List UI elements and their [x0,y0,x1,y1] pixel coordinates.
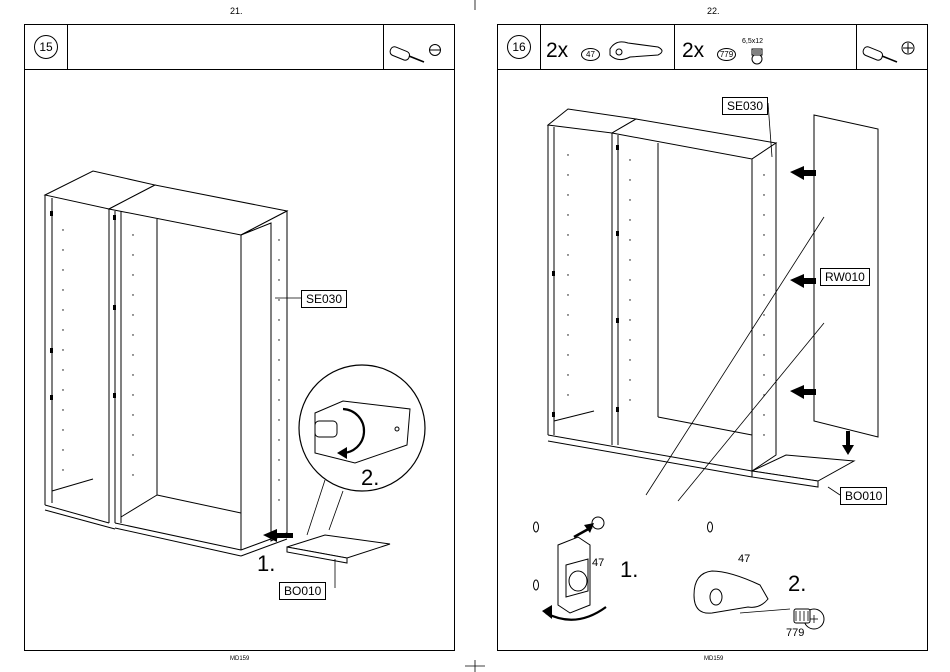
wardrobe-back-panel-illustration [498,25,929,652]
callout-step-2: 2. [788,571,806,597]
part-label-bo010: BO010 [840,487,887,505]
wardrobe-assembly-illustration [25,25,456,652]
part-label-bo010: BO010 [279,582,326,600]
screw-part-number: 779 [786,627,804,639]
cam-part-number-b: 47 [738,553,750,565]
footer-left: MD159 [230,656,249,662]
part-label-se030: SE030 [301,290,347,308]
callout-step-1: 1. [257,551,275,577]
part-label-rw010: RW010 [820,268,870,286]
callout-step-2: 2. [361,465,379,491]
footer-right: MD159 [704,656,723,662]
cam-part-number-a: 47 [592,557,604,569]
instruction-panel-step-15: 15 [24,24,455,651]
part-label-se030: SE030 [722,97,768,115]
instruction-panel-step-16: 16 2x 47 2x 779 6,5x12 [497,24,928,651]
callout-step-1: 1. [620,557,638,583]
